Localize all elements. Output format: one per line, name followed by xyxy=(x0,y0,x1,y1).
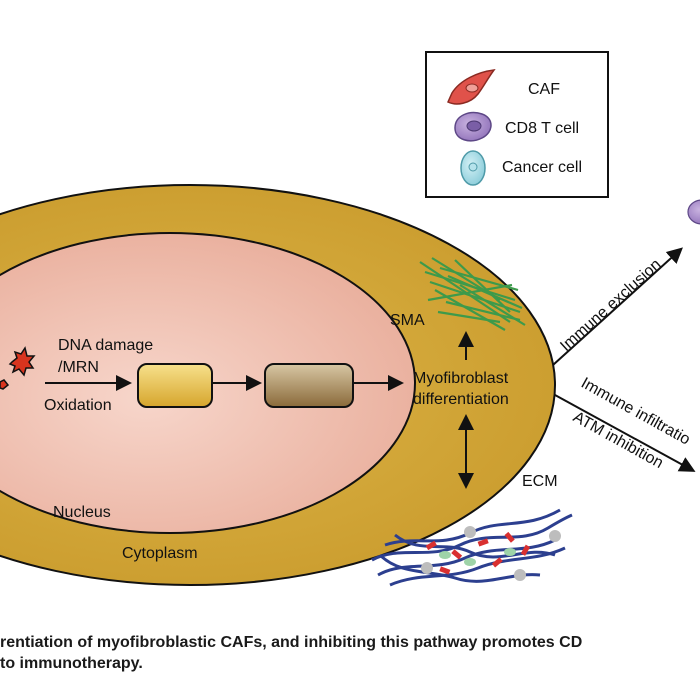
ecm-crosslinks-icon xyxy=(421,526,561,581)
legend-label-cancer-cell: Cancer cell xyxy=(502,159,582,176)
sma-fibers-icon xyxy=(419,257,526,331)
t-cell-icon xyxy=(454,111,492,142)
dna-damage-burst-icon xyxy=(0,346,36,390)
legend-label-t-cell: CD8 T cell xyxy=(505,120,579,137)
immune-exclusion-label: Immune exclusion xyxy=(557,256,664,355)
immune-infiltration-arrow xyxy=(554,394,696,472)
cancer-cell-icon xyxy=(460,150,486,186)
oxidation-label: Oxidation xyxy=(44,397,112,414)
t-cell-partial-icon xyxy=(687,199,700,225)
pathway-box-1 xyxy=(137,363,213,408)
immune-exclusion-arrow xyxy=(552,247,683,366)
nucleus-label: Nucleus xyxy=(53,504,111,521)
figure-caption: rentiation of myofibroblastic CAFs, and … xyxy=(0,632,700,674)
differentiation-label: differentiation xyxy=(413,391,509,408)
dna-damage-label: DNA damage xyxy=(58,337,153,354)
legend: CAF CD8 T cell Cancer cell xyxy=(425,51,609,198)
caption-line-2: to immunotherapy. xyxy=(0,655,143,672)
myofibroblast-label: Myofibroblast xyxy=(413,370,509,387)
caf-cell-icon xyxy=(447,69,496,105)
caption-line-1: rentiation of myofibroblastic CAFs, and … xyxy=(0,634,583,651)
immune-infiltration-label: Immune infiltratio xyxy=(578,375,693,449)
ecm-label: ECM xyxy=(522,473,558,490)
cytoplasm-label: Cytoplasm xyxy=(122,545,198,562)
legend-label-caf: CAF xyxy=(528,81,560,98)
mrn-label: /MRN xyxy=(58,359,99,376)
sma-label: SMA xyxy=(390,312,425,329)
pathway-box-2 xyxy=(264,363,354,408)
